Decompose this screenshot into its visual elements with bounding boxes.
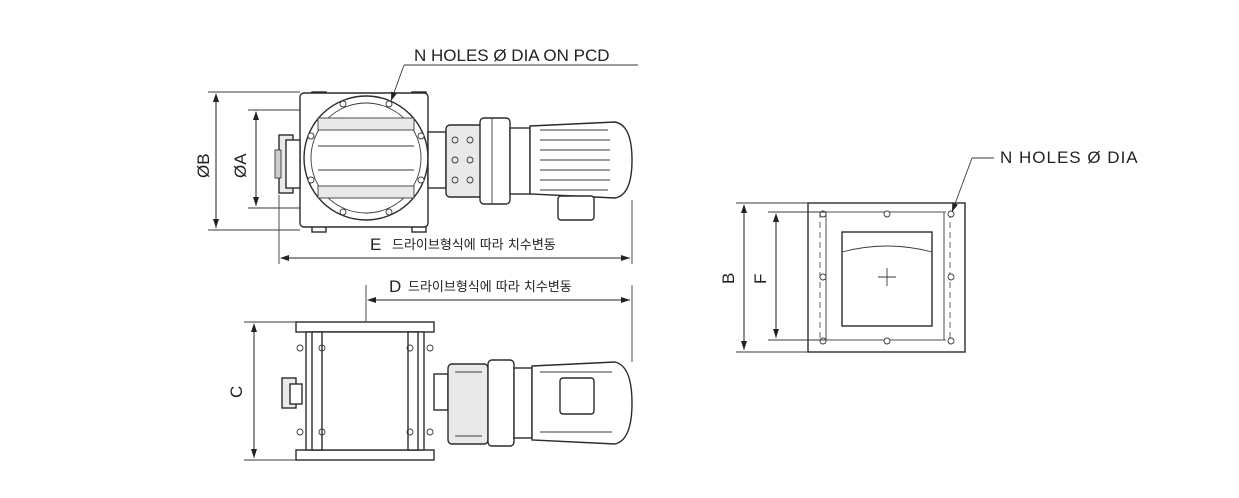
- label-flange-F: F: [751, 274, 770, 284]
- label-dim-C: C: [227, 386, 246, 398]
- label-flange-B: B: [719, 273, 738, 284]
- gearbox: [427, 117, 524, 205]
- front-view: [208, 64, 638, 264]
- plan-view: [244, 285, 633, 461]
- pcd-bolt-holes: [307, 100, 425, 216]
- motor: [509, 121, 633, 221]
- note-dim-E: 드라이브형식에 따라 치수변동: [392, 238, 556, 253]
- callout-holes-pcd: N HOLES Ø DIA ON PCD: [414, 46, 610, 65]
- flange-view: [736, 157, 994, 353]
- callout-holes: N HOLES Ø DIA: [1000, 148, 1139, 167]
- dimension-lines: [213, 93, 779, 458]
- label-dim-A: ØA: [231, 153, 250, 178]
- label-dim-D: D: [389, 277, 401, 296]
- flange-bolt-holes: [819, 210, 955, 345]
- label-dim-B: ØB: [194, 153, 213, 178]
- note-dim-D: 드라이브형식에 따라 치수변동: [408, 280, 572, 295]
- label-dim-E: E: [370, 235, 381, 254]
